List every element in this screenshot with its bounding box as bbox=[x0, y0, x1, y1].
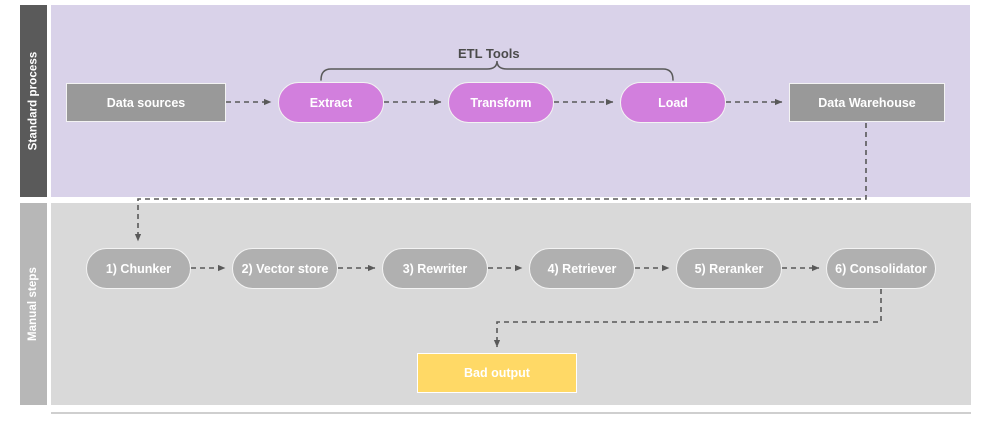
node-label-retriever: 4) Retriever bbox=[547, 261, 617, 276]
node-label-consolidator: 6) Consolidator bbox=[835, 261, 927, 276]
node-label-load: Load bbox=[658, 95, 688, 110]
node-label-transform: Transform bbox=[470, 95, 532, 110]
node-transform[interactable]: Transform bbox=[448, 82, 554, 123]
lane-label-standard-process: Standard process bbox=[27, 51, 40, 151]
node-label-data-warehouse: Data Warehouse bbox=[818, 95, 916, 110]
node-label-rewriter: 3) Rewriter bbox=[402, 261, 468, 276]
lane-header-manual-steps: Manual steps bbox=[20, 203, 47, 405]
node-label-data-sources: Data sources bbox=[106, 95, 186, 110]
node-extract[interactable]: Extract bbox=[278, 82, 384, 123]
node-bad-output[interactable]: Bad output bbox=[417, 353, 577, 393]
node-chunker[interactable]: 1) Chunker bbox=[86, 248, 191, 289]
etl-tools-label: ETL Tools bbox=[458, 46, 520, 61]
node-label-bad-output: Bad output bbox=[464, 366, 530, 380]
node-load[interactable]: Load bbox=[620, 82, 726, 123]
node-data-warehouse[interactable]: Data Warehouse bbox=[789, 83, 945, 122]
node-reranker[interactable]: 5) Reranker bbox=[676, 248, 782, 289]
node-label-extract: Extract bbox=[309, 95, 353, 110]
node-label-reranker: 5) Reranker bbox=[694, 261, 764, 276]
node-label-vector-store: 2) Vector store bbox=[241, 261, 329, 276]
bottom-divider bbox=[51, 412, 971, 414]
node-vector-store[interactable]: 2) Vector store bbox=[232, 248, 338, 289]
node-consolidator[interactable]: 6) Consolidator bbox=[826, 248, 936, 289]
node-data-sources[interactable]: Data sources bbox=[66, 83, 226, 122]
node-rewriter[interactable]: 3) Rewriter bbox=[382, 248, 488, 289]
lane-label-manual-steps: Manual steps bbox=[27, 266, 40, 342]
lane-header-standard-process: Standard process bbox=[20, 5, 47, 197]
node-retriever[interactable]: 4) Retriever bbox=[529, 248, 635, 289]
node-label-chunker: 1) Chunker bbox=[105, 261, 172, 276]
